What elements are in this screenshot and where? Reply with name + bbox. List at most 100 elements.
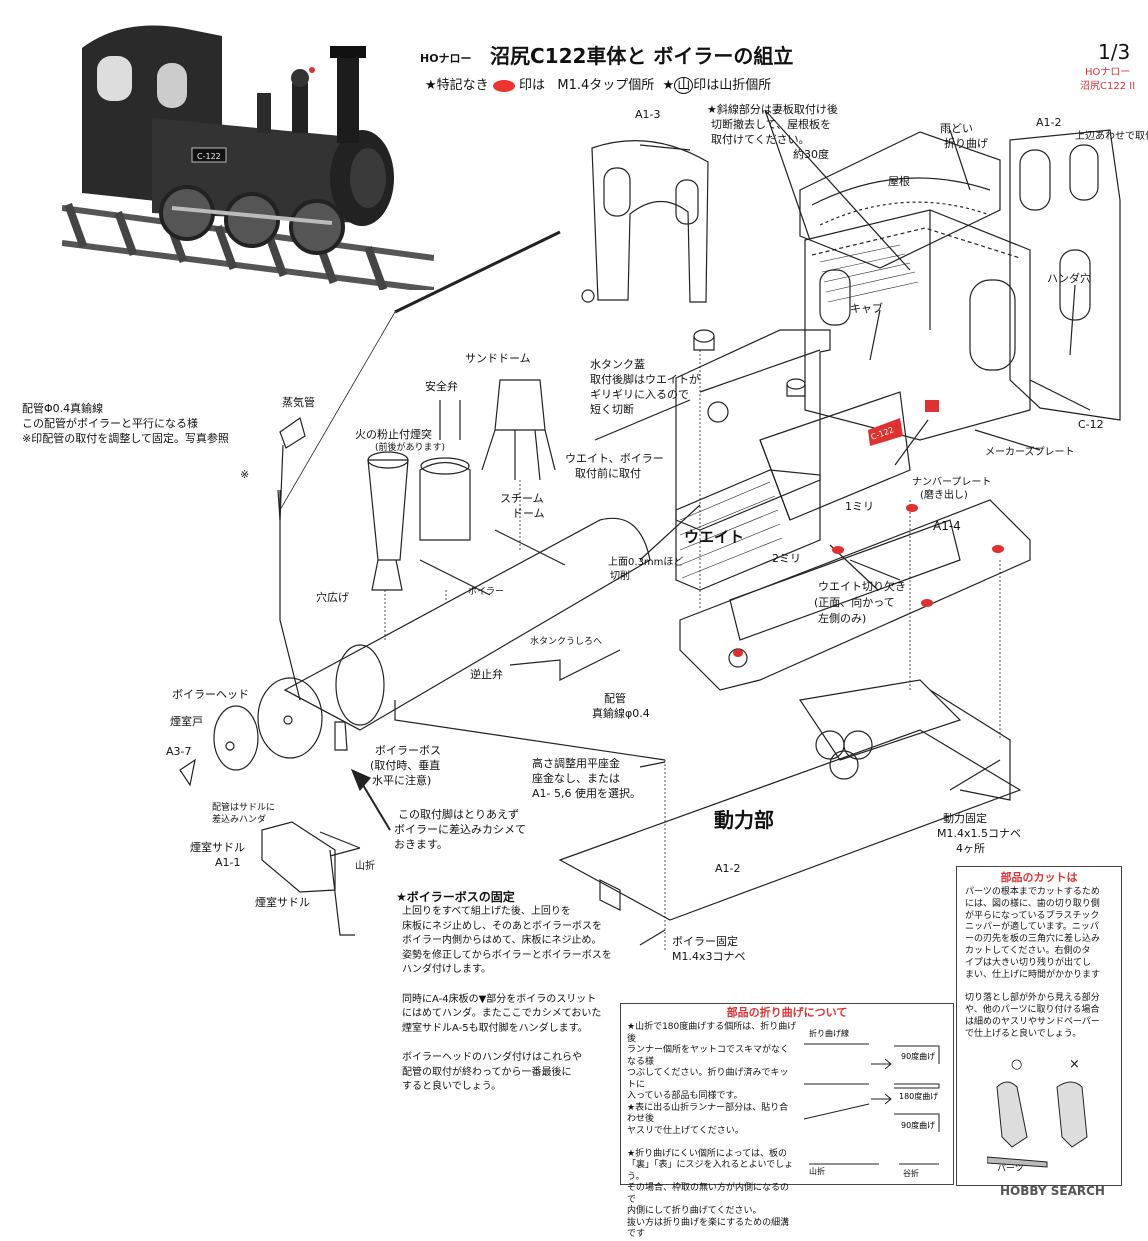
cut-box-body: パーツの根本までカットするためには、図の様に、歯の切り取り側が平らになっているプ… — [965, 887, 1117, 1040]
label-c12: C-12 — [1078, 418, 1104, 431]
ok-mark: ○ — [1011, 1057, 1023, 1072]
page-title: 沼尻C122車体と ボイラーの組立 — [490, 44, 794, 68]
nipper-diagram — [987, 1081, 1088, 1168]
cut-box-line: や、他のパーツに取り付ける場合 — [965, 1004, 1100, 1015]
label-1mm: 1ミリ — [845, 500, 874, 513]
note-tank-2: 取付後脚はウエイトが — [590, 373, 700, 386]
label-asterisk: ※ — [240, 468, 250, 481]
label-saddle-3: 煙室サドル — [255, 896, 310, 909]
label-pipe-brass-2: 真鍮線φ0.4 — [592, 707, 650, 720]
label-a1-4: A1-4 — [933, 519, 961, 533]
label-a1-3: A1-3 — [635, 108, 661, 121]
parts-label: パーツ — [997, 1164, 1024, 1174]
fold-box-line: 抜い方は折り曲げを楽にするための細溝です — [627, 1217, 790, 1240]
note-pipe-1: 配管Φ0.4真鍮線 — [22, 402, 104, 415]
label-chimney-note: (前後があります) — [375, 443, 446, 453]
fold-box-title: 部品の折り曲げについて — [726, 1006, 848, 1019]
boiler-boss-body: 上回りをすべて組上げた後、上回りを床板にネジ止めし、そのあとボイラーボスをボイラ… — [402, 905, 612, 1095]
boiler-boss-line: にはめてハンダ。またここでカシメておいた — [402, 1008, 602, 1020]
label-gutter: 雨どい — [940, 122, 973, 135]
boiler-boss-line: 同時にA-4床板の▼部分をボイラのスリット — [402, 993, 597, 1005]
note-slash-1: ★斜線部分は妻板取付け後 — [707, 103, 838, 116]
label-30deg: 約30度 — [793, 148, 829, 161]
cut-box-line: イプは大きい切り残りが出てし — [965, 957, 1092, 968]
label-number-plate-note: (磨き出し) — [920, 490, 968, 501]
label-top-align: 上辺あわせで取付 — [1075, 131, 1148, 142]
label-power-fix-1: 動力固定 — [943, 812, 987, 825]
label-2mm: 2ミリ — [772, 552, 801, 565]
boiler-boss-line: すると良いでしょう。 — [402, 1081, 502, 1093]
boiler-boss-line: ハンダ付けします。 — [402, 964, 491, 976]
label-number-plate: ナンバープレート — [912, 477, 992, 488]
locomotive-photo: C-122 — [62, 8, 434, 290]
label-boiler-boss-2: (取付時、垂直 — [370, 759, 441, 772]
note-pipe-2: この配管がボイラーと平行になる様 — [22, 417, 198, 430]
fold-fig-1: 折り曲げ線 — [809, 1028, 849, 1038]
label-pipe-brass-1: 配管 — [604, 692, 626, 705]
label-a3-7: A3-7 — [166, 745, 192, 758]
red-dot-icon — [492, 79, 515, 92]
yamaori-circle-icon: 山 — [674, 77, 694, 94]
label-saddle-2: A1-1 — [215, 856, 241, 869]
cut-box-line: まい、仕上げに時間がかかります — [965, 969, 1101, 980]
fold-diagram: 折り曲げ線 90度曲げ 180度曲げ 90度曲げ 山折 谷折 — [803, 1028, 940, 1178]
note-saddle-1: 配管はサドルに — [212, 803, 276, 813]
fold-instructions-box: 部品の折り曲げについて ★山折で180度曲げする個所は、折り曲げ後ランナー個所を… — [620, 1003, 954, 1239]
exploded-diagram: C-122 — [179, 109, 1121, 950]
label-a1-2-bottom: A1-2 — [715, 862, 741, 875]
label-boiler-head: ボイラーヘッド — [172, 688, 249, 701]
cut-box-line: には、図の様に、歯の切り取り側 — [965, 898, 1100, 909]
note-foot-1: この取付脚はとりあえず — [398, 808, 519, 821]
fold-box-line: ★表に出る山折ランナー部分は、貼り合わせ後 — [627, 1102, 789, 1125]
boiler-boss-line — [402, 978, 612, 993]
note-pipe-3: ※印配管の取付を調整して固定。写真参照 — [22, 432, 229, 445]
boiler-boss-title: ★ボイラーボスの固定 — [396, 890, 515, 904]
boiler-boss-line — [402, 1036, 612, 1051]
label-washer-1: 高さ調整用平座金 — [532, 757, 620, 770]
cut-instructions-box: 部品のカットは パーツの根本までカットするためには、図の様に、歯の切り取り側が平… — [956, 866, 1122, 1186]
label-smokebox-door: 煙室戸 — [170, 715, 203, 728]
label-mountain-fold: 山折 — [355, 861, 375, 872]
fold-box-line: ★山折で180度曲げする個所は、折り曲げ後 — [627, 1022, 797, 1044]
label-washer-2: 座金なし、または — [532, 772, 620, 785]
fold-box-line: 入っている部品も同様です。 — [627, 1091, 743, 1101]
fold-box-line — [627, 1137, 797, 1149]
ng-mark: × — [1069, 1057, 1080, 1072]
label-weight: ウエイト — [684, 528, 745, 546]
fold-fig-2: 90度曲げ — [901, 1051, 935, 1061]
label-boiler: ボイラー — [468, 587, 505, 597]
boiler-boss-line: ボイラー内側からはめて、床板にネジ止め。 — [402, 935, 602, 947]
label-to-tank: 水タンクうしろへ — [530, 637, 603, 647]
cut-box-line — [965, 981, 1117, 993]
fold-box-line: その場合、枠取の無い方が内側になるので — [627, 1183, 790, 1205]
cut-box-line: 切り落とし部が外から見える部分 — [965, 993, 1100, 1004]
boiler-boss-section: ★ボイラーボスの固定 上回りをすべて組上げた後、上回りを床板にネジ止めし、そのあ… — [396, 890, 612, 1095]
fold-fig-4: 90度曲げ — [901, 1120, 935, 1130]
label-weight-cut-2: (正面、向かって — [814, 596, 895, 609]
note-foot-2: ボイラーに差込みカシメて — [394, 823, 526, 836]
boiler-boss-line: 姿勢を修正してからボイラーとボイラーボスを — [402, 949, 612, 961]
label-boiler-fix-2: M1.4x3コナベ — [672, 950, 746, 963]
cut-box-line: ニッパーが適しています。ニッパ — [965, 922, 1099, 933]
label-power-fix-3: 4ヶ所 — [956, 842, 985, 855]
label-top-cut-1: 上面0.3mmほど — [608, 557, 684, 568]
cut-box-line: パーツの根本までカットするため — [965, 887, 1100, 897]
legend-tap: ★特記なき 印は M1.4タップ個所 ★山印は山折個所 — [425, 77, 772, 94]
note-saddle-2: 差込みハンダ — [212, 815, 267, 825]
fold-fig-5: 山折 — [809, 1166, 825, 1176]
boiler-boss-line: 床板にネジ止めし、そのあとボイラーボスを — [402, 920, 602, 932]
note-tank-3: ギリギリに入るので — [590, 388, 689, 401]
cut-box-line: カットしてください。右側のタ — [965, 945, 1091, 956]
photo-plate: C-122 — [197, 152, 221, 161]
fold-box-line: ★折り曲げにくい個所によっては、板の — [627, 1148, 787, 1159]
note-slash-2: 切断撤去して、屋根板を — [711, 118, 832, 131]
page-number: 1/3 — [1098, 40, 1131, 64]
cut-box-line: は細めのヤスリやサンドペーパー — [965, 1016, 1100, 1027]
label-top-cut-2: 切削 — [610, 571, 630, 582]
label-washer-3: A1- 5,6 使用を選択。 — [532, 787, 641, 800]
label-boiler-fix-1: ボイラー固定 — [672, 935, 738, 948]
fold-fig-6: 谷折 — [903, 1168, 919, 1178]
label-widen-hole: 穴広げ — [316, 591, 349, 604]
label-power-unit: 動力部 — [714, 808, 774, 832]
label-steam-dome-2: ドーム — [512, 507, 545, 520]
